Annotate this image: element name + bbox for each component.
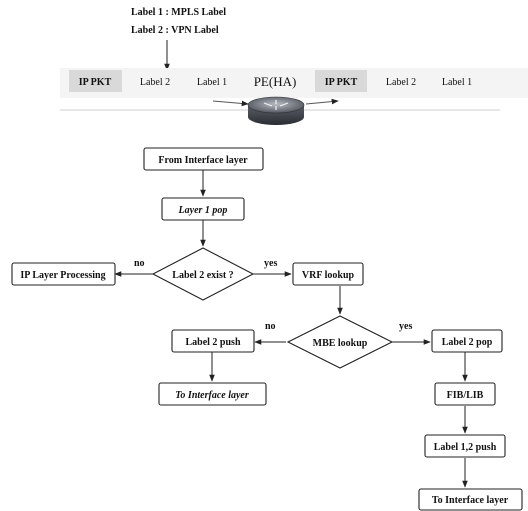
branch-no-label: no — [265, 321, 276, 332]
node-label2-push: Label 2 push — [171, 329, 255, 353]
svg-text:From Interface layer: From Interface layer — [158, 155, 248, 166]
svg-text:Label 2 pop: Label 2 pop — [442, 337, 493, 348]
svg-text:Label 2 exist ?: Label 2 exist ? — [172, 270, 233, 281]
node-to-interface-left: To Interface layer — [158, 382, 267, 406]
ip-pkt-label: IP PKT — [325, 77, 358, 88]
node-layer1-pop: Layer 1 pop — [161, 197, 245, 221]
branch-no-label: no — [134, 258, 145, 269]
label1-cell: Label 1 — [442, 77, 472, 88]
ip-pkt-cell — [315, 70, 367, 92]
router-out-arrow — [305, 98, 339, 105]
node-label2-exist-decision: Label 2 exist ? — [151, 247, 255, 301]
node-from-interface: From Interface layer — [143, 147, 264, 171]
svg-text:Label 2 push: Label 2 push — [185, 337, 240, 348]
svg-text:Layer 1 pop: Layer 1 pop — [178, 205, 228, 216]
node-mbe-lookup-decision: MBE lookup — [286, 315, 394, 369]
svg-text:IP Layer Processing: IP Layer Processing — [20, 270, 105, 281]
label2-cell: Label 2 — [140, 77, 170, 88]
ip-pkt-label: IP PKT — [79, 77, 112, 88]
svg-text:MBE lookup: MBE lookup — [313, 338, 368, 349]
svg-text:To Interface layer: To Interface layer — [175, 390, 249, 401]
router-label: PE(HA) — [254, 74, 297, 89]
node-ip-layer-processing: IP Layer Processing — [11, 262, 116, 286]
packet-left: IP PKT Label 2 Label 1 — [69, 70, 227, 92]
router-icon — [247, 96, 305, 125]
ip-pkt-cell — [69, 70, 122, 92]
svg-text:To Interface layer: To Interface layer — [432, 495, 509, 506]
branch-yes-label: yes — [264, 258, 277, 269]
packet-right: IP PKT Label 2 Label 1 — [315, 70, 472, 92]
node-vrf-lookup: VRF lookup — [292, 262, 364, 286]
router-in-arrow — [212, 100, 249, 107]
node-fib-lib: FIB/LIB — [434, 382, 496, 406]
svg-text:FIB/LIB: FIB/LIB — [447, 390, 484, 401]
label2-cell: Label 2 — [386, 77, 416, 88]
packet-band — [60, 68, 528, 98]
label1-cell: Label 1 — [197, 77, 227, 88]
svg-text:Label 1,2 push: Label 1,2 push — [434, 442, 497, 453]
node-label12-push: Label 1,2 push — [424, 434, 506, 458]
svg-text:VRF lookup: VRF lookup — [302, 270, 355, 281]
node-to-interface-right: To Interface layer — [418, 488, 523, 511]
legend-label1: Label 1 : MPLS Label — [131, 7, 226, 18]
branch-yes-label: yes — [399, 321, 412, 332]
legend-label2: Label 2 : VPN Label — [131, 25, 219, 36]
node-label2-pop: Label 2 pop — [431, 329, 503, 353]
